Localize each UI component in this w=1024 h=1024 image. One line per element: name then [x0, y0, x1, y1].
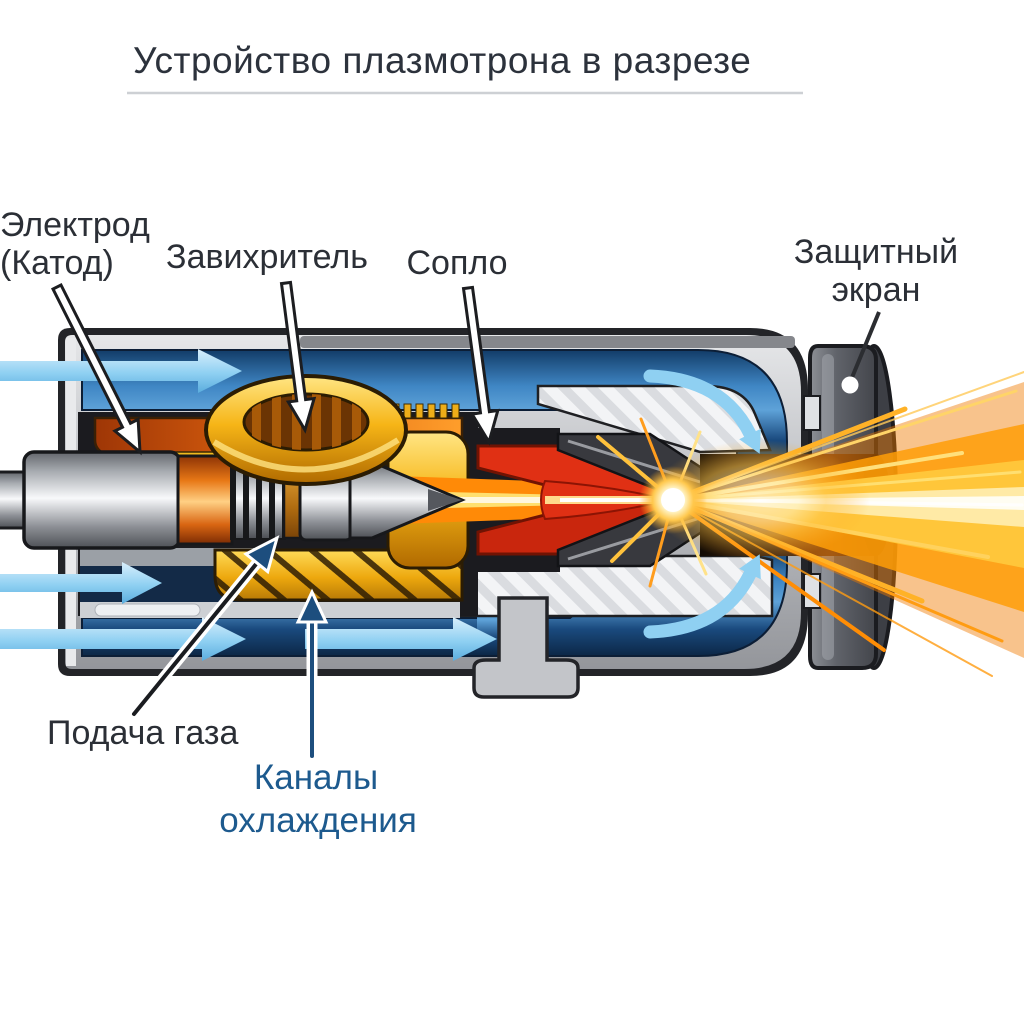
- swirler-ring-sheen: [212, 437, 400, 473]
- flame-core: [661, 488, 685, 512]
- title-block: Устройство плазмотрона в разрезе: [127, 40, 803, 95]
- leader-dot-shield: [841, 376, 859, 394]
- light-slot: [94, 603, 201, 617]
- flow-arrow-bottom-left: [0, 617, 246, 661]
- label-shield-line1: Защитный: [794, 233, 958, 271]
- leader-line-shield: [849, 311, 881, 381]
- casing-top-strip: [300, 336, 795, 348]
- mounting-boss: [472, 596, 580, 699]
- label-electrode-line1: Электрод: [0, 206, 150, 244]
- electrode-cone-tip: [428, 489, 462, 511]
- flow-arrow-top-right-curve: [643, 369, 757, 441]
- electrode-cylinder: [22, 450, 182, 550]
- nozzle-core-hot: [560, 498, 668, 502]
- flow-arrow-mid-left: [0, 562, 162, 604]
- copper-ring: [176, 454, 234, 546]
- label-cooling-line1: Каналы: [254, 758, 378, 797]
- leader-arrow-electrode: [50, 282, 142, 456]
- leader-cooling-arrowhead: [295, 588, 329, 624]
- label-swirler: Завихритель: [166, 238, 368, 276]
- page-title: Устройство плазмотрона в разрезе: [133, 40, 751, 81]
- flow-arrowhead-bottom-right: [739, 554, 761, 580]
- thread-ribs: [236, 462, 282, 538]
- leader-arrow-nozzle: [461, 285, 500, 446]
- label-nozzle: Сопло: [406, 244, 507, 282]
- callouts: Электрод (Катод) Завихритель Сопло Защит…: [0, 206, 958, 840]
- flow-arrowhead-top-right: [739, 428, 761, 454]
- flow-arrow-bottom-mid: [305, 617, 497, 661]
- plasma-jet-flame: [596, 371, 1024, 677]
- shield-notch-top: [803, 395, 821, 431]
- flow-arrows: [0, 349, 761, 661]
- label-shield-line2: экран: [832, 271, 921, 309]
- torch-body: [0, 328, 1024, 699]
- flame-glow: [650, 440, 870, 560]
- flow-arrow-top: [0, 349, 242, 393]
- electrode-assembly: [0, 450, 466, 550]
- flow-arrow-bottom-right-curve: [643, 567, 757, 639]
- leader-arrow-swirler: [279, 280, 317, 434]
- leader-gas-shaft: [132, 561, 259, 716]
- leader-gas-arrowhead: [243, 535, 280, 575]
- swirler-ring-ribs: [252, 394, 361, 450]
- label-cooling-line2: охлаждения: [219, 801, 417, 840]
- label-electrode-line2: (Катод): [0, 244, 114, 282]
- label-gas-supply: Подача газа: [47, 714, 238, 752]
